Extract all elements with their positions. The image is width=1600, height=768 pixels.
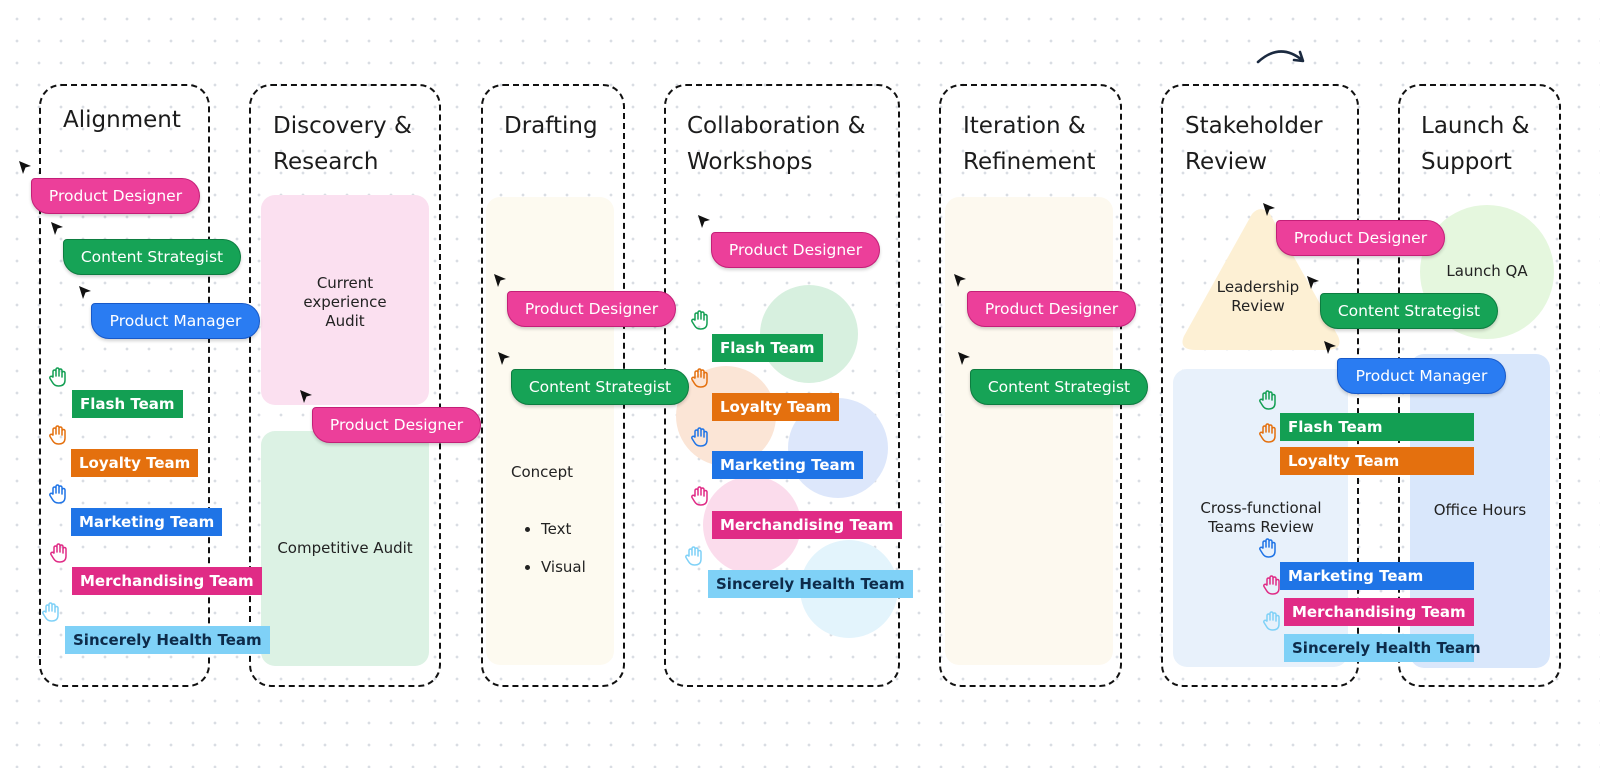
cursor-arrow-icon <box>698 215 710 228</box>
role-tag-content-strategist: Content Strategist <box>63 239 241 275</box>
stage-title: Stakeholder Review <box>1185 113 1323 175</box>
hand-icon <box>691 368 708 388</box>
team-tag-merchandising: Merchandising Team <box>72 567 262 595</box>
team-tag-loyalty: Loyalty Team <box>1280 447 1474 475</box>
role-tag-product-designer: Product Designer <box>507 291 676 327</box>
cursor-arrow-icon <box>1263 203 1275 216</box>
hand-icon <box>49 367 66 387</box>
label-competitive-audit: Competitive Audit <box>277 539 413 557</box>
role-tag-product-manager: Product Manager <box>91 303 260 339</box>
cursor-arrow-icon <box>498 352 510 365</box>
team-tag-flash: Flash Team <box>1280 413 1474 441</box>
stage-discovery-research <box>249 84 441 687</box>
cursor-arrow-icon <box>1324 341 1336 354</box>
hand-icon <box>50 543 67 563</box>
label-office-hours: Office Hours <box>1433 501 1527 519</box>
cursor-arrow-icon <box>958 352 970 365</box>
concept-item: Text <box>541 520 586 539</box>
area-current-experience-audit <box>261 195 429 405</box>
role-tag-content-strategist: Content Strategist <box>511 369 689 405</box>
role-tag-product-designer: Product Designer <box>1276 220 1445 256</box>
hand-icon <box>1259 538 1276 558</box>
team-tag-marketing: Marketing Team <box>1280 562 1474 590</box>
concept-item: Visual <box>541 558 586 577</box>
team-tag-marketing: Marketing Team <box>712 451 864 479</box>
team-tag-loyalty: Loyalty Team <box>712 393 840 421</box>
team-tag-sincerely-health: Sincerely Health Team <box>65 626 270 654</box>
leadership-review-triangle <box>1182 209 1340 350</box>
label-leadership-review: Leadership Review <box>1216 278 1300 315</box>
role-tag-product-manager: Product Manager <box>1337 358 1506 394</box>
hand-icon <box>691 310 708 330</box>
stage-title: Discovery & Research <box>273 113 412 175</box>
area-drafting-column <box>486 197 614 665</box>
hand-icon <box>49 484 66 504</box>
curved-arrow-icon <box>1256 50 1305 64</box>
hand-icon <box>49 425 66 445</box>
label-launch-qa: Launch QA <box>1446 262 1528 280</box>
hand-icon <box>42 602 59 622</box>
concept-title: Concept <box>511 463 574 481</box>
cursor-arrow-icon <box>51 222 63 235</box>
role-tag-content-strategist: Content Strategist <box>1320 293 1498 329</box>
team-tag-sincerely-health: Sincerely Health Team <box>708 570 913 598</box>
team-tag-marketing: Marketing Team <box>71 508 223 536</box>
team-tag-flash: Flash Team <box>72 390 183 418</box>
role-tag-product-designer: Product Designer <box>312 407 481 443</box>
hand-icon <box>685 546 702 566</box>
stage-title: Launch & Support <box>1421 113 1530 175</box>
hand-icon <box>1263 611 1280 631</box>
stage-title: Alignment <box>63 107 181 133</box>
hand-icon <box>1259 423 1276 443</box>
stage-title: Collaboration & Workshops <box>687 113 866 175</box>
role-tag-product-designer: Product Designer <box>31 178 200 214</box>
role-tag-product-designer: Product Designer <box>711 232 880 268</box>
cursor-arrow-icon <box>300 390 312 403</box>
label-current-experience-audit: Current experience Audit <box>303 274 387 330</box>
team-tag-merchandising: Merchandising Team <box>1284 598 1474 626</box>
role-tag-content-strategist: Content Strategist <box>970 369 1148 405</box>
team-tag-flash: Flash Team <box>712 334 823 362</box>
hand-icon <box>1259 390 1276 410</box>
hand-icon <box>691 486 708 506</box>
role-tag-product-designer: Product Designer <box>967 291 1136 327</box>
cursor-arrow-icon <box>1307 276 1319 289</box>
area-competitive-audit <box>261 431 429 666</box>
concept-bullets: Text Visual <box>511 501 586 596</box>
stage-alignment <box>39 84 210 687</box>
hand-icon <box>691 427 708 447</box>
label-cross-functional-review: Cross-functional Teams Review <box>1200 499 1322 536</box>
cursor-arrow-icon <box>19 161 31 174</box>
cursor-arrow-icon <box>954 274 966 287</box>
cursor-arrow-icon <box>494 274 506 287</box>
cursor-arrow-icon <box>79 286 91 299</box>
team-tag-loyalty: Loyalty Team <box>71 449 199 477</box>
concept-list: Concept Text Visual <box>511 444 586 615</box>
area-iteration-column <box>945 197 1113 665</box>
hand-icon <box>1263 575 1280 595</box>
stage-title: Drafting <box>504 113 598 139</box>
stage-title: Iteration & Refinement <box>963 113 1096 175</box>
team-tag-merchandising: Merchandising Team <box>712 511 902 539</box>
team-tag-sincerely-health: Sincerely Health Team <box>1284 634 1481 662</box>
